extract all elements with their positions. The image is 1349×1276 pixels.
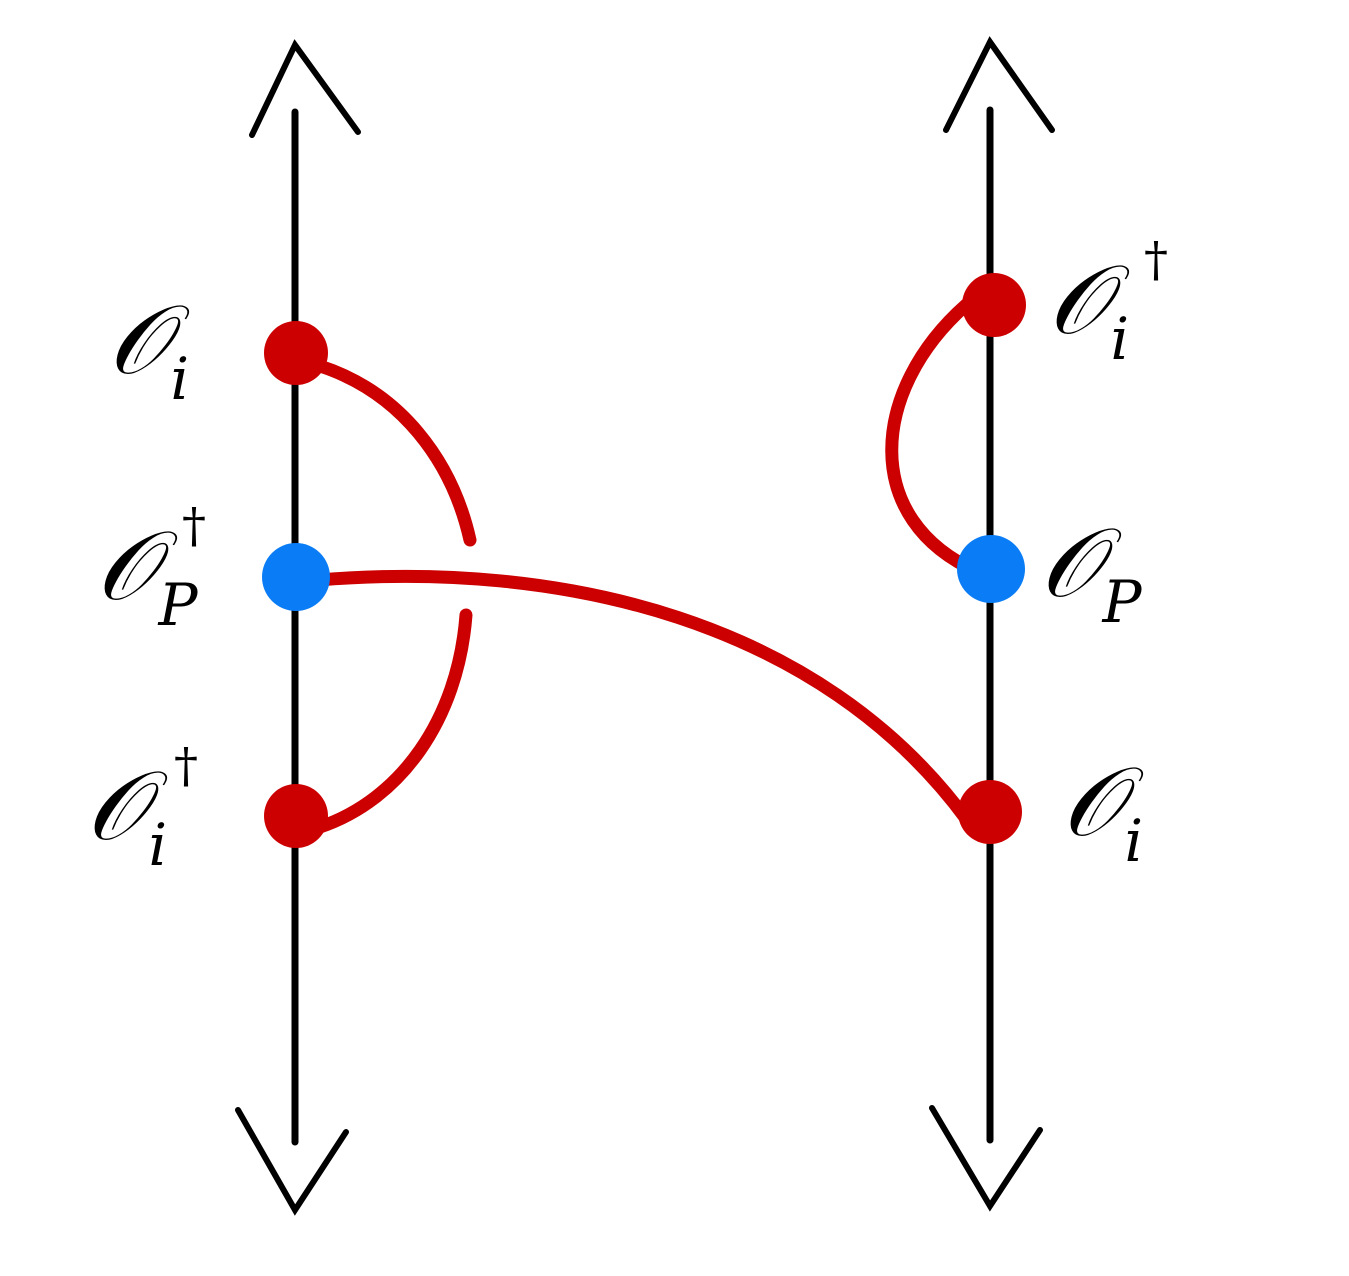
right-up-arrowhead xyxy=(943,36,1055,133)
right-oi-dagger-dot xyxy=(962,273,1026,337)
label-right-op-symbol: 𝒪 xyxy=(1040,507,1101,619)
left-op-dagger-dot xyxy=(262,543,330,611)
left-down-arrowhead xyxy=(235,1107,349,1216)
label-right-op-subscript: P xyxy=(1102,568,1142,636)
left-oi-dagger-dot xyxy=(264,784,328,848)
label-left-oi-dagger-dagger: † xyxy=(174,738,198,794)
contraction-right-oi-dagger-to-op xyxy=(885,298,985,579)
label-left-op-dagger-dagger: † xyxy=(182,498,206,554)
right-op-dot xyxy=(957,535,1025,603)
label-left-oi-dagger-symbol: 𝒪 xyxy=(86,750,147,862)
right-oi-dot xyxy=(958,780,1022,844)
label-right-oi-dagger-subscript: i xyxy=(1110,305,1130,373)
label-left-oi-dagger-subscript: i xyxy=(148,811,168,879)
label-right-oi-dagger-dagger: † xyxy=(1144,232,1168,288)
label-right-oi-dagger: 𝒪i† xyxy=(1048,236,1168,368)
label-right-oi-symbol: 𝒪 xyxy=(1062,746,1123,858)
label-left-oi: 𝒪i xyxy=(108,292,189,408)
label-right-oi-subscript: i xyxy=(1124,807,1144,875)
contractions xyxy=(311,298,985,834)
contraction-left-op-to-right-oi xyxy=(311,569,974,827)
right-contour xyxy=(929,36,1055,1212)
label-right-op: 𝒪P xyxy=(1040,515,1142,631)
contraction-left-oi-lower-arc xyxy=(313,608,473,834)
label-left-oi-dagger: 𝒪i† xyxy=(86,742,198,874)
contraction-left-oi-upper-arc xyxy=(313,359,477,547)
label-left-op-dagger-symbol: 𝒪 xyxy=(96,510,157,622)
label-right-oi-dagger-symbol: 𝒪 xyxy=(1048,244,1109,356)
left-contour xyxy=(235,39,361,1216)
right-down-arrowhead xyxy=(929,1105,1043,1212)
label-left-op-dagger-subscript: P xyxy=(158,571,198,639)
operator-dots xyxy=(262,273,1026,848)
label-left-oi-symbol: 𝒪 xyxy=(108,284,169,396)
label-left-oi-subscript: i xyxy=(170,345,190,413)
left-oi-dot xyxy=(264,321,328,385)
label-right-oi: 𝒪i xyxy=(1062,754,1143,870)
left-up-arrowhead xyxy=(249,39,361,138)
label-left-op-dagger: 𝒪P† xyxy=(96,502,206,634)
